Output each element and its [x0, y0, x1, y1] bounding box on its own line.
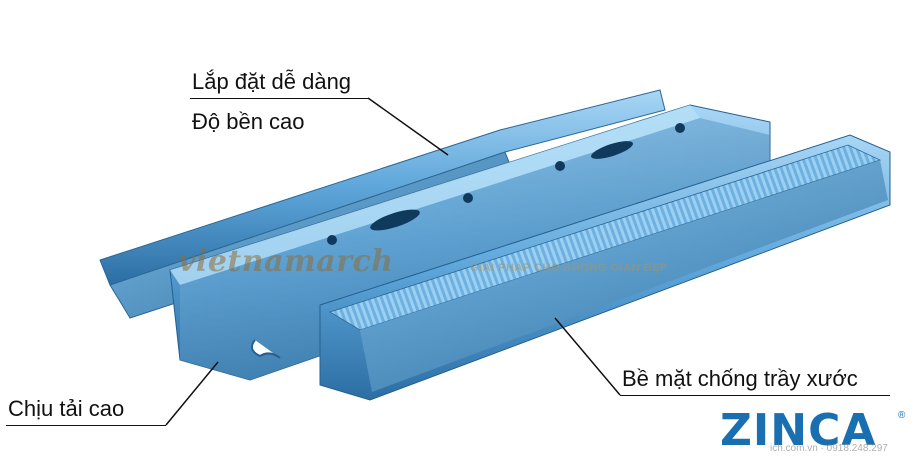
leader-top — [367, 97, 449, 156]
slot-hole — [370, 209, 420, 231]
callout-underline-top — [190, 98, 368, 99]
watermark-site: vietnamarch — [178, 244, 394, 279]
leader-left — [165, 361, 219, 426]
leader-right — [554, 317, 621, 396]
brand-logo: ZINCA — [720, 405, 877, 456]
slot-hole — [590, 141, 634, 159]
registered-mark: ® — [898, 410, 906, 421]
callout-leaders — [165, 97, 621, 426]
callout-scratch-resistant: Bề mặt chống trầy xước — [622, 366, 858, 391]
callout-high-durability: Độ bền cao — [192, 109, 305, 134]
callout-underline-left — [6, 425, 166, 426]
callout-high-load: Chịu tải cao — [8, 396, 125, 421]
callout-easy-install: Lắp đặt dễ dàng — [192, 69, 352, 94]
front-ribbed-channel-profile — [319, 134, 891, 401]
callout-underline-right — [620, 395, 890, 396]
watermark-phone: ich.com.vn · 0918.248.297 — [770, 443, 888, 454]
watermark-slogan: GIẢI PHÁP CHO KHÔNG GIAN ĐẸP — [470, 262, 668, 274]
